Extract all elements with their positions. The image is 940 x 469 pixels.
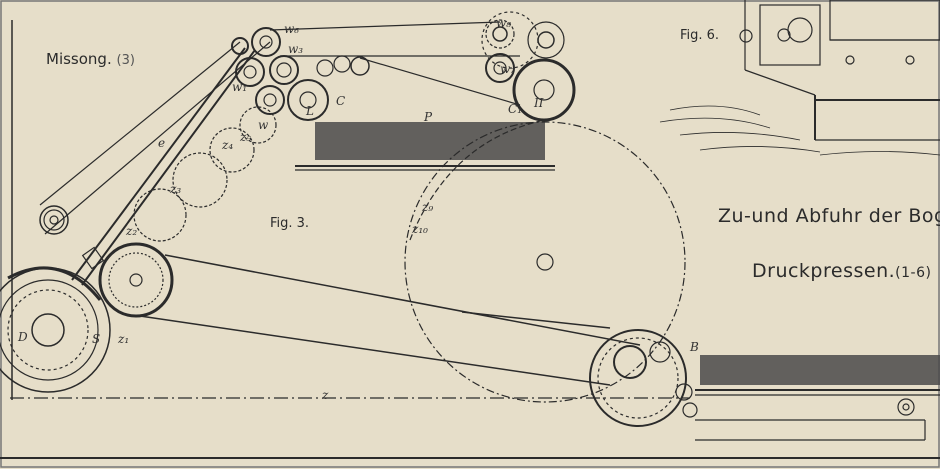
long-belt-1 (164, 254, 641, 346)
belt-top-1 (269, 21, 501, 31)
plate-title-line1: Zu-und Abfuhr der Bogen (718, 205, 940, 227)
roller-cluster-upper (231, 27, 370, 121)
part-label-w: w (258, 118, 269, 132)
belt-top-3 (359, 57, 521, 106)
plate-title-line2: Druckpressen.(1-6) (752, 260, 931, 282)
part-label-w7: w₇ (500, 62, 516, 76)
belt-line-1 (39, 41, 241, 206)
part-label-z: z (322, 388, 329, 402)
gear-z1 (98, 242, 174, 318)
part-label-b: B (690, 340, 699, 354)
part-label-z4: z₄ (222, 138, 234, 152)
roller-cluster-right (481, 11, 576, 122)
part-label-w8: w₈ (496, 16, 512, 30)
part-label-z9: z₉ (422, 200, 434, 214)
output-stack (695, 355, 940, 441)
large-arc-center (536, 253, 554, 271)
large-arc-circle (404, 121, 686, 403)
drum-d (0, 266, 111, 393)
part-label-z1: z₁ (118, 332, 130, 346)
gear-z3 (172, 152, 228, 208)
fig3-label: Fig. 3. (270, 216, 310, 231)
part-label-d: D (18, 330, 28, 344)
part-label-c1: C₁ (508, 102, 522, 116)
credit-text: Missong. (46, 50, 112, 68)
part-label-z10: z₁₀ (412, 222, 428, 236)
gear-z5 (239, 106, 277, 144)
part-label-z5: z₅ (240, 130, 252, 144)
part-label-w1: w₁ (232, 80, 248, 94)
part-label-w3: w₃ (288, 42, 304, 56)
fig6-label: Fig. 6. (680, 28, 720, 43)
part-label-z2: z₂ (126, 224, 138, 238)
sweep-arc (409, 119, 546, 241)
part-label-z3: z₃ (170, 182, 182, 196)
credit-label: Missong. (3) (46, 50, 135, 68)
gear-z4 (209, 127, 255, 173)
credit-number: (3) (116, 53, 135, 68)
pulley-left (39, 205, 69, 235)
swing-arm (461, 311, 611, 329)
belt-line-2 (44, 41, 271, 235)
arm-rod-2 (81, 49, 256, 286)
part-label-p: P (424, 110, 433, 124)
arm-block (81, 246, 105, 270)
plate-title-text: Druckpressen. (752, 260, 896, 282)
part-label-s: S (92, 332, 101, 346)
fig6-machine (659, 0, 940, 156)
part-label-c: C (336, 94, 346, 108)
long-belt-2 (139, 315, 611, 386)
paper-stack-p (295, 122, 555, 171)
plate-title-range: (1-6) (895, 265, 932, 281)
arm-rod-1 (71, 47, 246, 281)
part-label-l: L (306, 104, 314, 118)
part-label-w6: w₆ (284, 22, 300, 36)
part-label-e: e (158, 136, 166, 150)
assembly-b (589, 329, 698, 427)
part-label-ii: II (534, 96, 544, 110)
